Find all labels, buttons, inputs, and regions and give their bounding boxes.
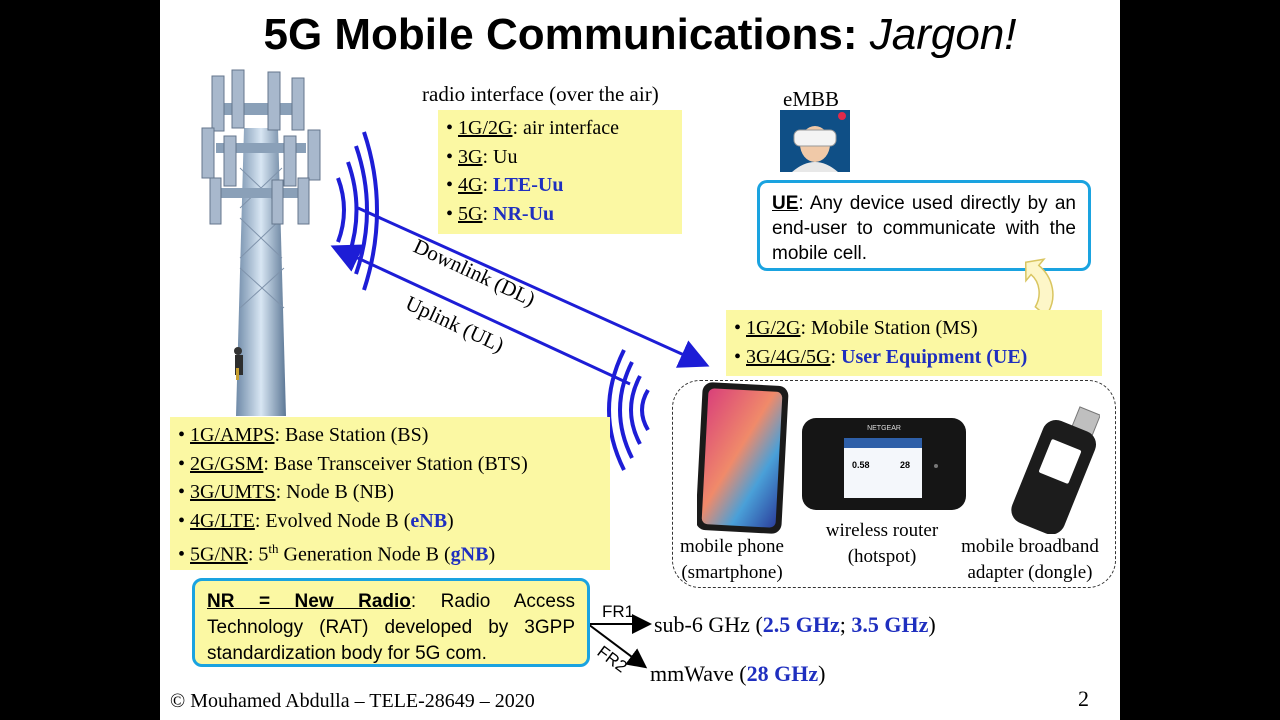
base-station-box: • 1G/AMPS: Base Station (BS) • 2G/GSM: B… — [170, 417, 610, 570]
list-item: • 1G/2G: Mobile Station (MS) — [734, 317, 978, 339]
nr-definition-text: : Radio Access Technology (RAT) develope… — [207, 591, 575, 664]
fr2-arrow — [587, 623, 648, 669]
radio-links-diagram: Downlink (DL) Uplink (UL) FR1 FR2 — [330, 131, 710, 677]
router-caption: wireless router(hotspot) — [825, 520, 939, 567]
title-main: 5G Mobile Communications: — [263, 10, 858, 59]
router-screen-value-2: 28 — [900, 460, 910, 470]
fr1-description: sub-6 GHz (2.5 GHz; 3.5 GHz) — [654, 612, 936, 637]
downlink-arrow — [357, 206, 710, 368]
mobile-station-box: • 1G/2G: Mobile Station (MS) • 3G/4G/5G:… — [726, 310, 1102, 376]
router-screen-value-1: 0.58 — [852, 460, 870, 470]
radio-interface-heading: radio interface (over the air) — [422, 82, 659, 106]
list-item: • 4G: LTE-Uu — [446, 174, 564, 196]
fr2-description: mmWave (28 GHz) — [650, 661, 826, 686]
slide-title: 5G Mobile Communications: Jargon! — [160, 10, 1120, 60]
list-item: • 4G/LTE: Evolved Node B (eNB) — [178, 509, 454, 532]
slide: 5G Mobile Communications: Jargon! — [160, 0, 1120, 720]
list-item: • 5G: NR-Uu — [446, 202, 555, 225]
title-emphasis: Jargon! — [869, 10, 1017, 59]
page-number: 2 — [1078, 686, 1089, 711]
list-item: • 2G/GSM: Base Transceiver Station (BTS) — [178, 452, 528, 475]
list-item: • 1G/AMPS: Base Station (BS) — [178, 424, 429, 446]
uplink-arrow — [330, 244, 631, 386]
callout-arrow — [1024, 258, 1054, 312]
fr2-label: FR2 — [594, 642, 631, 677]
tower-radio-waves — [336, 131, 379, 291]
list-item: • 3G/4G/5G: User Equipment (UE) — [734, 345, 1028, 368]
device-radio-waves — [607, 349, 650, 471]
ue-definition-text: : Any device used directly by an end-use… — [772, 193, 1076, 264]
smartphone-image — [695, 382, 789, 534]
nr-term: NR = New Radio — [207, 591, 411, 612]
devices-group — [672, 380, 1116, 588]
uplink-label: Uplink (UL) — [402, 291, 508, 357]
embb-label: eMBB — [783, 87, 840, 111]
list-item: • 1G/2G: air interface — [446, 117, 620, 139]
fr1-label: FR1 — [602, 602, 634, 621]
radio-interface-box: • 1G/2G: air interface • 3G: Uu • 4G: LT… — [438, 110, 682, 234]
cell-tower-image — [180, 68, 340, 416]
ue-term: UE — [772, 193, 799, 214]
list-item: • 5G/NR: 5th Generation Node B (gNB) — [178, 541, 496, 566]
footer-copyright: © Mouhamed Abdulla – TELE-28649 – 2020 — [170, 690, 535, 712]
ue-definition-callout: UE: Any device used directly by an end-u… — [757, 180, 1091, 271]
list-item: • 3G/UMTS: Node B (NB) — [178, 481, 394, 503]
nr-definition-callout: NR = New Radio: Radio Access Technology … — [192, 578, 590, 667]
vr-headset-user-image — [780, 110, 850, 172]
phone-caption: mobile phone(smartphone) — [680, 536, 784, 583]
hotspot-router-image: NETGEAR 0.58 28 — [800, 416, 968, 512]
usb-dongle-image — [990, 394, 1101, 535]
list-item: • 3G: Uu — [446, 145, 518, 168]
router-brand: NETGEAR — [867, 425, 901, 432]
